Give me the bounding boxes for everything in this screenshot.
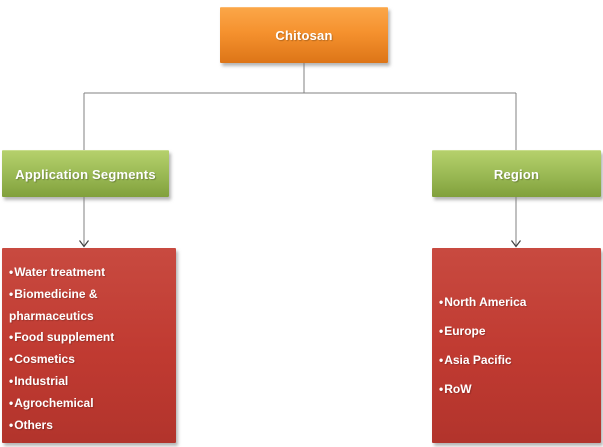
list-item-label: Cosmetics xyxy=(14,352,75,367)
bullet: • xyxy=(9,417,14,432)
list-item: •RoW xyxy=(439,375,595,404)
list-item: •Asia Pacific xyxy=(439,346,595,375)
bullet: • xyxy=(439,294,444,309)
bullet: • xyxy=(439,352,444,367)
branch-node-application-segments: Application Segments xyxy=(2,150,169,197)
branch-node-region: Region xyxy=(432,150,601,197)
root-node-chitosan: Chitosan xyxy=(220,7,388,63)
list-item: •Industrial xyxy=(9,371,170,393)
list-item: •Water treatment xyxy=(9,262,170,284)
list-item-label: Biomedicine & pharmaceutics xyxy=(9,286,98,323)
list-item-label: Water treatment xyxy=(14,265,106,279)
arrow-down-icon xyxy=(79,240,89,248)
list-item: •Food supplement xyxy=(9,327,170,349)
bullet: • xyxy=(9,373,14,388)
bullet: • xyxy=(9,330,14,345)
list-item-label: Agrochemical xyxy=(14,395,94,410)
list-item: •North America xyxy=(439,288,595,317)
arrow-down-icon xyxy=(511,240,521,248)
branch-node-label: Application Segments xyxy=(15,166,156,182)
list-item: •Biomedicine & pharmaceutics xyxy=(9,284,170,328)
list-item: •Others xyxy=(9,415,170,437)
list-item-label: North America xyxy=(444,294,527,309)
list-item-label: Industrial xyxy=(14,373,69,388)
bullet: • xyxy=(9,395,14,410)
bullet: • xyxy=(9,286,14,301)
list-item-label: Europe xyxy=(444,323,486,338)
bullet: • xyxy=(439,381,444,396)
list-item-label: RoW xyxy=(444,381,472,396)
list-item-label: Food supplement xyxy=(14,330,115,345)
bullet: • xyxy=(9,265,14,279)
list-item: •Cosmetics xyxy=(9,349,170,371)
list-item-label: Others xyxy=(14,417,53,432)
branch-node-label: Region xyxy=(493,166,540,182)
leaf-box-application-items: •Water treatment •Biomedicine & pharmace… xyxy=(2,248,176,443)
leaf-box-region-items: •North America •Europe •Asia Pacific •Ro… xyxy=(432,248,601,443)
list-item-label: Asia Pacific xyxy=(444,352,512,367)
bullet: • xyxy=(9,352,14,367)
bullet: • xyxy=(439,323,444,338)
list-item: •Agrochemical xyxy=(9,393,170,415)
root-node-label: Chitosan xyxy=(275,28,333,43)
list-item: •Europe xyxy=(439,317,595,346)
